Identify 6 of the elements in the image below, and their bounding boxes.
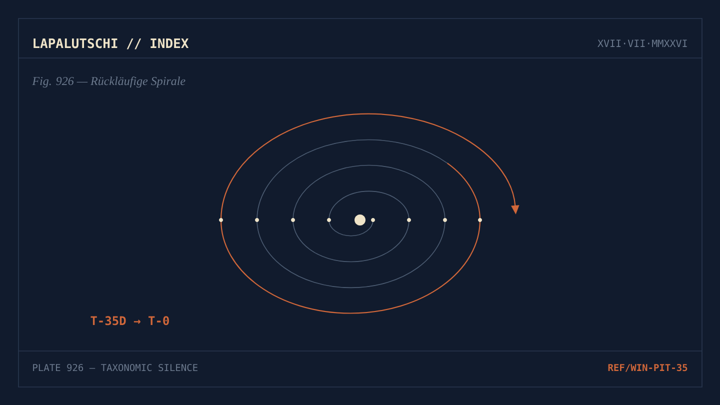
figure-caption: Fig. 926 — Rückläufige Spirale [32,76,186,88]
date-label: XVII·VII·MMXXVI [598,40,687,47]
plate-label: PLATE 926 — TAXONOMIC SILENCE [33,364,198,372]
title: LAPALUTSCHI // INDEX [34,38,189,50]
reference-code: REF/WIN-PIT-35 [608,364,688,372]
range-label: T-35D → T-0 [90,316,169,326]
